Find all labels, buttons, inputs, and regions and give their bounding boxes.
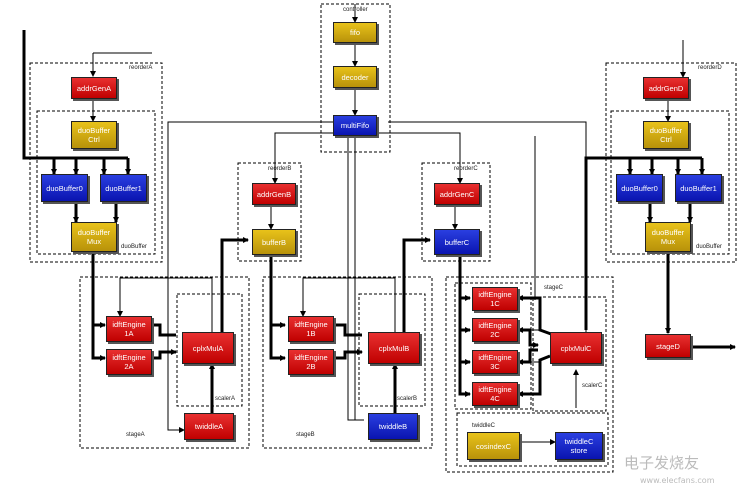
addrgen-d-block: addrGenD [643,77,689,99]
fifo-block: fifo [333,22,377,43]
label-stage-b: stageB [296,432,315,438]
dashed-containers [29,3,737,473]
duobuffer0-d-block: duoBuffer0 [616,174,663,202]
label-reorder-c: reorderC [454,166,478,172]
duobuffer1-a-block: duoBuffer1 [100,174,147,202]
buffer-c-block: bufferC [434,229,480,255]
duobuffer-ctrl-d-block: duoBuffer Ctrl [643,121,689,149]
idft-engine-2a-block: idftEngine 2A [106,349,152,375]
idft-engine-1c-block: idftEngine 1C [472,287,518,311]
label-duobuffer-a: duoBuffer [121,244,147,250]
cplxmul-c-block: cplxMulC [550,332,602,364]
decoder-block: decoder [333,66,377,88]
cplxmul-b-block: cplxMulB [368,332,420,364]
label-reorder-b: reorderB [268,166,292,172]
duobuffer0-a-block: duoBuffer0 [41,174,88,202]
label-stage-c: stageC [544,285,564,291]
thin-connectors [90,4,686,445]
cplxmul-a-block: cplxMulA [182,332,234,364]
addrgen-c-block: addrGenC [434,183,480,205]
idft-engine-1a-block: idftEngine 1A [106,316,152,342]
label-scaler-a: scalerA [215,396,236,402]
idft-engine-1b-block: idftEngine 1B [288,316,334,342]
label-reorder-a: reorderA [129,65,153,71]
buffer-b-block: bufferB [252,229,296,255]
twiddle-c-store-block: twiddleC store [555,432,603,460]
thick-connectors [22,30,736,413]
idft-engine-3c-block: idftEngine 3C [472,350,518,374]
twiddle-b-block: twiddleB [368,413,418,440]
duobuffer-ctrl-a-block: duoBuffer Ctrl [71,121,117,149]
idft-engine-4c-block: idftEngine 4C [472,382,518,406]
label-controller: controller [343,7,368,13]
twiddle-a-block: twiddleA [184,413,234,440]
addrgen-b-block: addrGenB [252,183,296,205]
cosindex-c-block: cosindexC [467,432,520,460]
idft-engine-2b-block: idftEngine 2B [288,349,334,375]
label-duobuffer-d: duoBuffer [696,244,722,250]
multififo-block: multiFifo [333,115,377,136]
duobuffer-mux-a-block: duoBuffer Mux [71,222,117,252]
duobuffer1-d-block: duoBuffer1 [675,174,722,202]
watermark-url: www.elecfans.com [640,476,715,485]
label-scaler-c: scalerC [582,383,603,389]
label-stage-a: stageA [126,432,145,438]
label-scaler-b: scalerB [397,396,418,402]
idft-engine-2c-block: idftEngine 2C [472,318,518,342]
duobuffer-mux-d-block: duoBuffer Mux [645,222,691,252]
stage-d-block: stageD [645,334,691,358]
label-twiddle-c: twiddleC [472,423,496,429]
addrgen-a-block: addrGenA [71,77,117,99]
label-reorder-d: reorderD [698,65,722,71]
watermark-logo: 电子发烧友 [624,454,700,472]
